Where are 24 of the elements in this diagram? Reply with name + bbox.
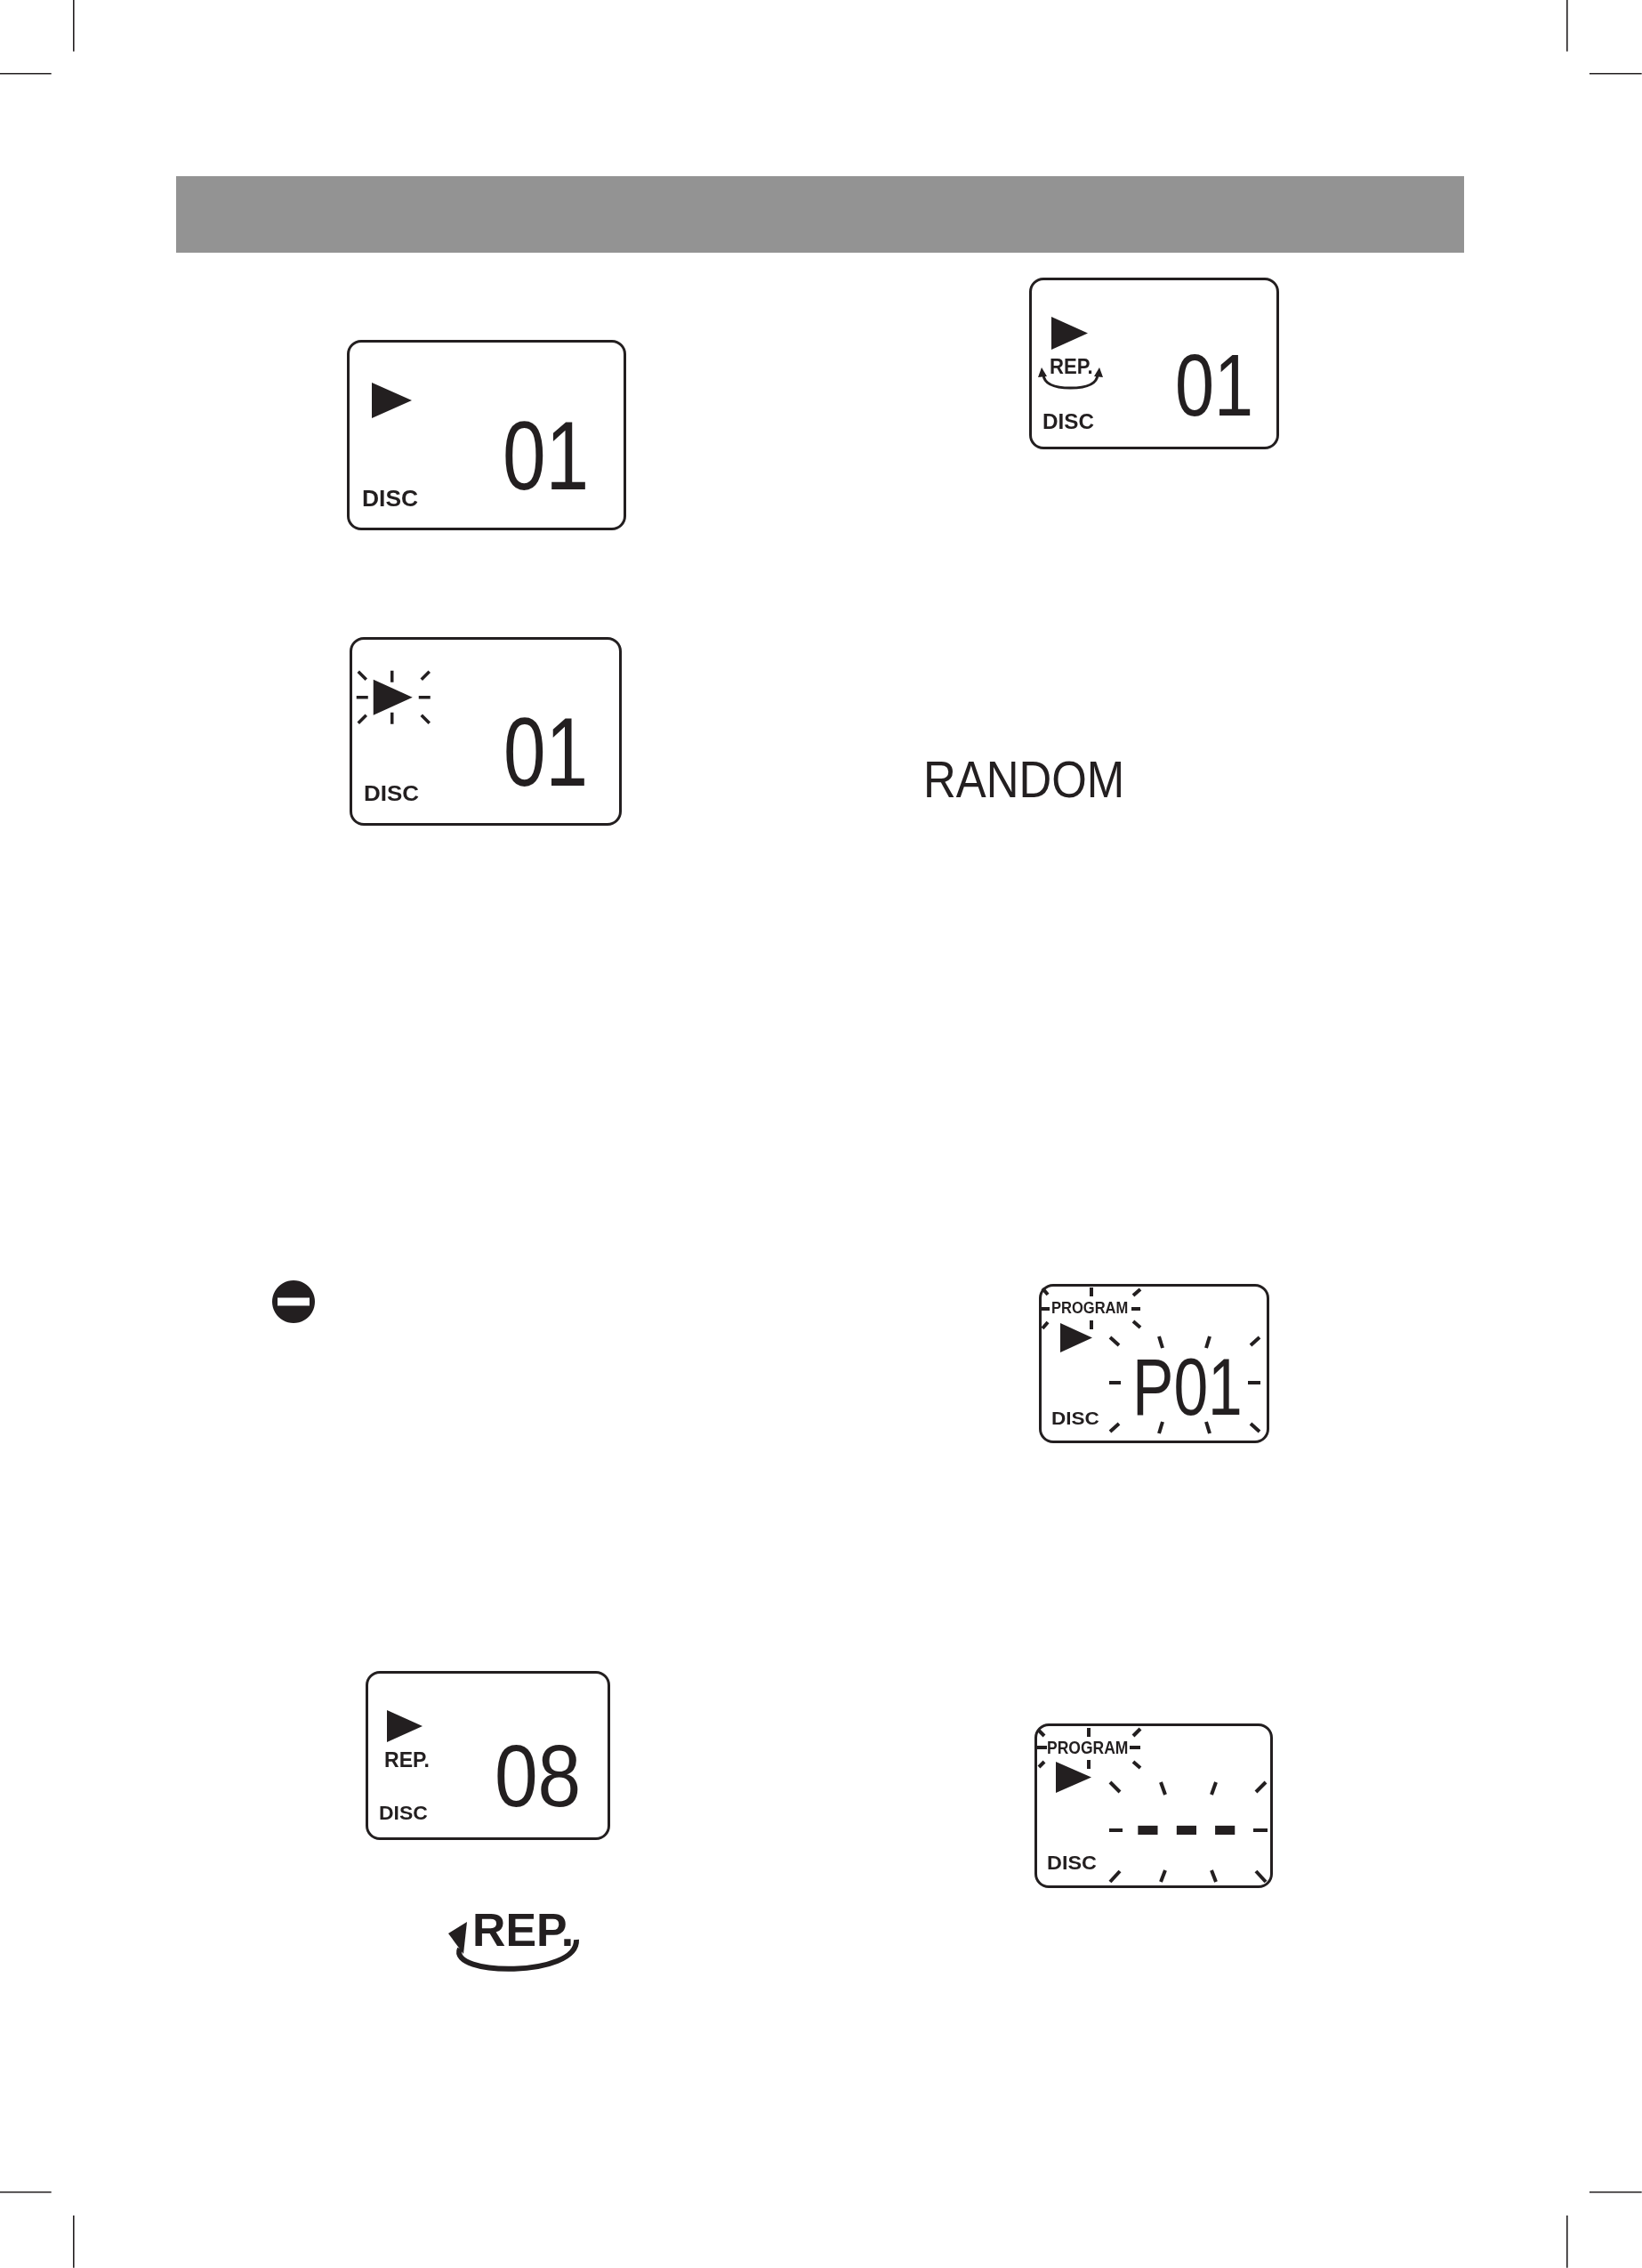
segment-digits: P01 [1131,1355,1243,1419]
program-indicator: PROGRAM [1046,1740,1129,1756]
segment-digits: 08 [495,1743,582,1812]
lcd-display [350,637,622,826]
lcd-display [1029,278,1279,449]
disc-indicator: DISC [362,488,419,509]
lcd-display [1034,1723,1273,1888]
segment-digits: 01 [503,418,590,495]
repeat-label: REP. [471,1911,575,1950]
repeat-indicator: REP. [383,1750,430,1770]
disc-indicator: DISC [1042,412,1094,432]
program-indicator: PROGRAM [1050,1301,1129,1315]
lcd-display [1039,1284,1269,1443]
disc-indicator: DISC [1050,1411,1099,1427]
segment-digits: 01 [503,714,588,791]
segment-dashes: --- [1128,1806,1244,1846]
lcd-display [347,340,626,530]
lcd-display [366,1671,610,1840]
disc-indicator: DISC [364,784,420,803]
disc-indicator: DISC [378,1804,428,1822]
disc-indicator: DISC [1046,1854,1097,1872]
repeat-indicator: REP. [1049,357,1093,376]
random-label: RANDOM [922,757,1124,802]
segment-digits: 01 [1174,351,1254,420]
